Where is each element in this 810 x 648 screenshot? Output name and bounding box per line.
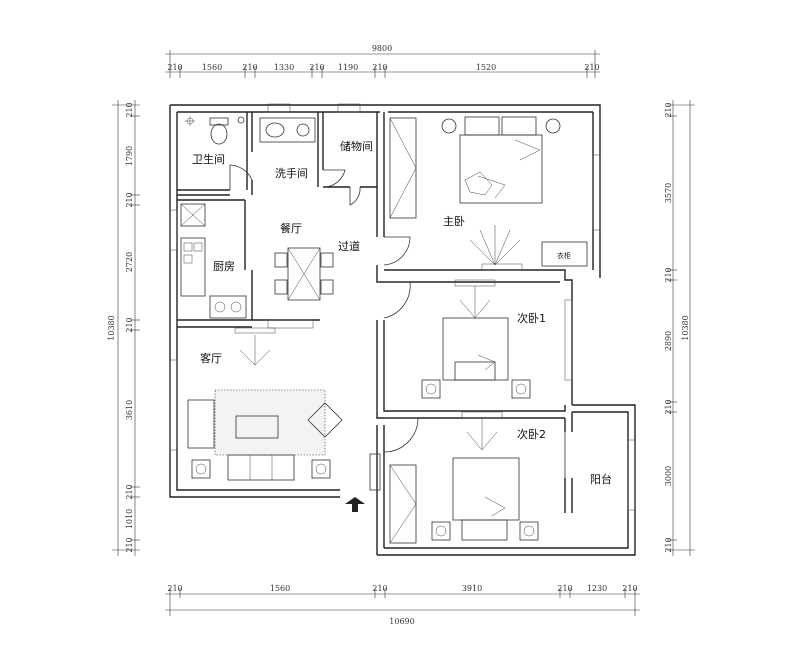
- left-dim-8: 1010: [125, 509, 134, 529]
- room-label-storage: 储物间: [340, 139, 373, 153]
- bottom-total-dim: 10690: [389, 617, 414, 626]
- lamp-icon: [185, 116, 195, 126]
- top-dim-9: 210: [584, 63, 599, 72]
- wardrobe-bedroom2: [369, 453, 417, 544]
- right-dim-1: 210: [664, 102, 673, 117]
- top-dim-6: 1190: [338, 63, 358, 72]
- room-label-bedroom1: 次卧1: [517, 311, 546, 325]
- wardrobe-master: [389, 117, 417, 219]
- bottom-dim-7: 210: [622, 584, 637, 593]
- room-label-kitchen: 厨房: [213, 260, 235, 273]
- top-total-dim: 9800: [372, 44, 392, 53]
- lamp-master: [469, 225, 523, 271]
- floor-drain-icon: [237, 116, 245, 124]
- sofa-icon: [187, 399, 343, 481]
- washroom-door[interactable]: [322, 169, 346, 188]
- bedroom2-lamp: [461, 411, 503, 451]
- right-dim-5: 210: [664, 399, 673, 414]
- room-label-master: 主卧: [443, 215, 465, 228]
- left-dim-1: 210: [125, 102, 134, 117]
- room-label-living: 客厅: [200, 351, 222, 365]
- bottom-dim-5: 210: [557, 584, 572, 593]
- coffee-table: [235, 415, 279, 439]
- left-dim-6: 3610: [125, 400, 134, 420]
- storage-door[interactable]: [349, 186, 361, 206]
- bedroom1-door[interactable]: [377, 281, 411, 319]
- kitchen-counter: [180, 203, 206, 297]
- lamp-living: [234, 319, 314, 366]
- left-dim-9: 210: [125, 537, 134, 552]
- windows: [169, 103, 636, 511]
- top-dim-8: 1520: [476, 63, 496, 72]
- right-dim-6: 3000: [664, 466, 673, 486]
- right-dim-4: 2890: [664, 331, 673, 351]
- room-label-bedroom2: 次卧2: [517, 427, 546, 441]
- bottom-dim-1: 210: [167, 584, 182, 593]
- sink-icon: [259, 117, 316, 143]
- top-dim-4: 1330: [274, 63, 294, 72]
- top-dim-5: 210: [309, 63, 324, 72]
- doors: [229, 164, 566, 478]
- right-dim-7: 210: [664, 537, 673, 552]
- entrance-arrow-icon: [345, 497, 365, 512]
- bottom-dim-2: 1560: [270, 584, 290, 593]
- top-dim-3: 210: [242, 63, 257, 72]
- bottom-dim-6: 1230: [587, 584, 607, 593]
- bed-1: [421, 317, 531, 399]
- right-dim-3: 210: [664, 267, 673, 282]
- dining-table: [274, 247, 334, 301]
- room-label-washroom: 洗手间: [275, 166, 308, 180]
- bathroom-door[interactable]: [229, 164, 253, 190]
- left-dim-3: 210: [125, 192, 134, 207]
- bottom-dimensions: 210 1560 210 3910 210 1230 210 10690: [165, 584, 640, 626]
- top-dim-2: 1560: [202, 63, 222, 72]
- left-dim-7: 210: [125, 484, 134, 499]
- left-dim-5: 210: [125, 317, 134, 332]
- left-dim-2: 1790: [125, 146, 134, 166]
- left-dimensions: 210 1790 210 2720 210 3610 210 1010 210 …: [107, 100, 140, 556]
- master-door[interactable]: [383, 236, 411, 266]
- stove-icon: [209, 295, 247, 319]
- toilet-icon: [209, 117, 229, 145]
- bottom-dim-4: 3910: [462, 584, 482, 593]
- wardrobe-label: 衣柜: [557, 251, 571, 260]
- bed-icon: [441, 116, 561, 204]
- room-label-dining: 餐厅: [280, 221, 302, 235]
- bottom-dim-3: 210: [372, 584, 387, 593]
- room-label-corridor: 过道: [338, 239, 360, 253]
- right-total-dim: 10380: [681, 315, 690, 340]
- top-dimensions: 9800 210 1560 210 1330 210 1190 210 1520…: [165, 44, 600, 78]
- wardrobe-label-box: [541, 241, 588, 267]
- bedroom1-lamp: [454, 279, 496, 319]
- rug: [214, 389, 326, 456]
- top-dim-1: 210: [167, 63, 182, 72]
- right-dimensions: 210 3570 210 2890 210 3000 210 10380: [664, 100, 695, 556]
- bedroom2-door[interactable]: [383, 417, 419, 453]
- room-label-bathroom: 卫生间: [192, 152, 225, 166]
- right-dim-2: 3570: [664, 183, 673, 203]
- left-total-dim: 10380: [107, 315, 116, 340]
- bed-2: [431, 457, 539, 541]
- left-dim-4: 2720: [125, 252, 134, 272]
- top-dim-7: 210: [372, 63, 387, 72]
- side-tables: [191, 459, 331, 479]
- room-label-balcony: 阳台: [590, 472, 612, 486]
